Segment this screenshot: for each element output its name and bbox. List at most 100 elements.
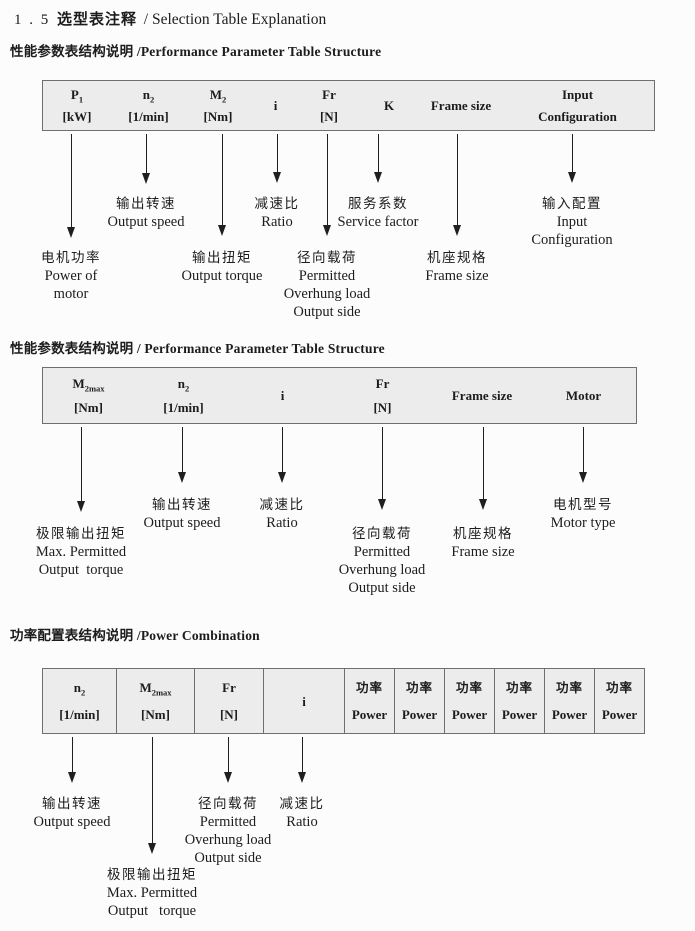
pointer-label-frame-size: 机座规格 Frame size xyxy=(392,249,522,285)
header-symbol: Fr xyxy=(375,376,390,392)
header-unit: Power xyxy=(501,707,538,722)
down-arrow-icon xyxy=(323,134,332,236)
down-arrow-icon xyxy=(374,134,383,183)
column-header-fr: Fr [N] xyxy=(332,368,433,423)
column-header-m2: M2[Nm] xyxy=(186,81,250,130)
column-header-n2: n2[1/min] xyxy=(134,368,233,423)
column-header-frame-size: Frame size xyxy=(433,368,531,423)
page-title: 1 . 5 选型表注释 / Selection Table Explanatio… xyxy=(14,8,326,29)
header-unit: [N] xyxy=(373,399,392,415)
label-line: Permitted xyxy=(199,814,257,830)
section-number: 1 . 5 xyxy=(14,12,51,28)
down-arrow-icon xyxy=(67,134,76,238)
header-unit: Configuration xyxy=(538,108,617,124)
column-header-power-3: 功率 Power xyxy=(444,669,494,733)
column-header-power-2: 功率 Power xyxy=(394,669,444,733)
label-line: Configuration xyxy=(531,232,613,248)
header-subscript: 2max xyxy=(84,383,105,394)
pointer-label-output-torque: 输出扭矩 Output torque xyxy=(147,249,297,285)
header-symbol: Frame size xyxy=(451,388,513,403)
down-arrow-icon xyxy=(298,737,307,783)
label-line: Overhung load xyxy=(338,562,426,578)
label-line: Motor type xyxy=(550,515,616,531)
label-line: Service factor xyxy=(337,214,419,230)
label-line: Overhung load xyxy=(184,832,272,848)
column-header-fr: Fr[N] xyxy=(301,81,357,130)
column-header-m2max: M2max[Nm] xyxy=(116,669,194,733)
section-heading-3: 功率配置表结构说明 /Power Combination xyxy=(10,628,260,643)
header-unit: Power xyxy=(401,707,438,722)
header-symbol: 功率 xyxy=(355,681,383,695)
column-header-n2: n2[1/min] xyxy=(43,669,116,733)
label-line: Output torque xyxy=(107,903,197,919)
header-unit: [Nm] xyxy=(74,399,103,415)
header-unit: [N] xyxy=(219,706,239,722)
label-line: Input xyxy=(556,214,588,230)
header-symbol: i xyxy=(280,388,285,403)
label-line: 输出转速 xyxy=(152,497,212,513)
column-header-motor: Motor xyxy=(531,368,636,423)
header-symbol: P xyxy=(70,87,79,103)
label-line: 输出扭矩 xyxy=(192,250,252,266)
label-line: 服务系数 xyxy=(348,196,408,212)
label-line: Output torque xyxy=(38,562,124,578)
label-line: Output side xyxy=(293,304,361,320)
label-line: 机座规格 xyxy=(427,250,487,266)
header-unit: Power xyxy=(601,707,638,722)
page-title-english: / Selection Table Explanation xyxy=(143,11,327,28)
label-line: Output torque xyxy=(181,268,263,284)
page-title-chinese: 选型表注释 xyxy=(57,10,138,28)
header-subscript: 2 xyxy=(222,94,227,105)
label-line: 输入配置 xyxy=(542,196,602,212)
label-line: 电机功率 xyxy=(41,250,101,266)
header-symbol: i xyxy=(273,98,278,113)
header-symbol: Fr xyxy=(322,87,336,103)
column-header-frame-size: Frame size xyxy=(421,81,501,130)
label-line: Frame size xyxy=(451,544,515,560)
header-subscript: 2 xyxy=(184,383,190,394)
header-symbol: 功率 xyxy=(455,681,483,695)
header-symbol: Fr xyxy=(222,680,236,696)
section-heading-1: 性能参数表结构说明 /Performance Parameter Table S… xyxy=(10,44,382,59)
label-line: Output side xyxy=(348,580,416,596)
label-line: 减速比 xyxy=(259,497,305,513)
header-symbol: 功率 xyxy=(555,681,583,695)
label-line: Output speed xyxy=(33,814,111,830)
header-symbol: 功率 xyxy=(405,681,433,695)
label-line: 极限输出扭矩 xyxy=(36,526,126,542)
header-symbol: Frame size xyxy=(430,98,492,113)
label-line: Output side xyxy=(194,850,262,866)
label-line: Ratio xyxy=(266,515,298,531)
header-symbol: n xyxy=(142,87,150,103)
label-line: Frame size xyxy=(425,268,489,284)
column-header-fr: Fr [N] xyxy=(194,669,263,733)
label-line: 极限输出扭矩 xyxy=(107,867,197,883)
label-line: Permitted xyxy=(298,268,356,284)
header-unit: Power xyxy=(451,707,488,722)
down-arrow-icon xyxy=(568,134,577,183)
header-subscript: 2max xyxy=(151,687,172,698)
label-line: 减速比 xyxy=(279,796,325,812)
label-line: 输出转速 xyxy=(42,796,102,812)
header-symbol: 功率 xyxy=(605,681,633,695)
column-header-ratio: i xyxy=(263,669,344,733)
down-arrow-icon xyxy=(479,427,488,510)
down-arrow-icon xyxy=(579,427,588,483)
column-header-p1: P1[kW] xyxy=(43,81,111,130)
label-line: Power of xyxy=(44,268,98,284)
down-arrow-icon xyxy=(68,737,77,783)
header-unit: [Nm] xyxy=(141,706,170,722)
